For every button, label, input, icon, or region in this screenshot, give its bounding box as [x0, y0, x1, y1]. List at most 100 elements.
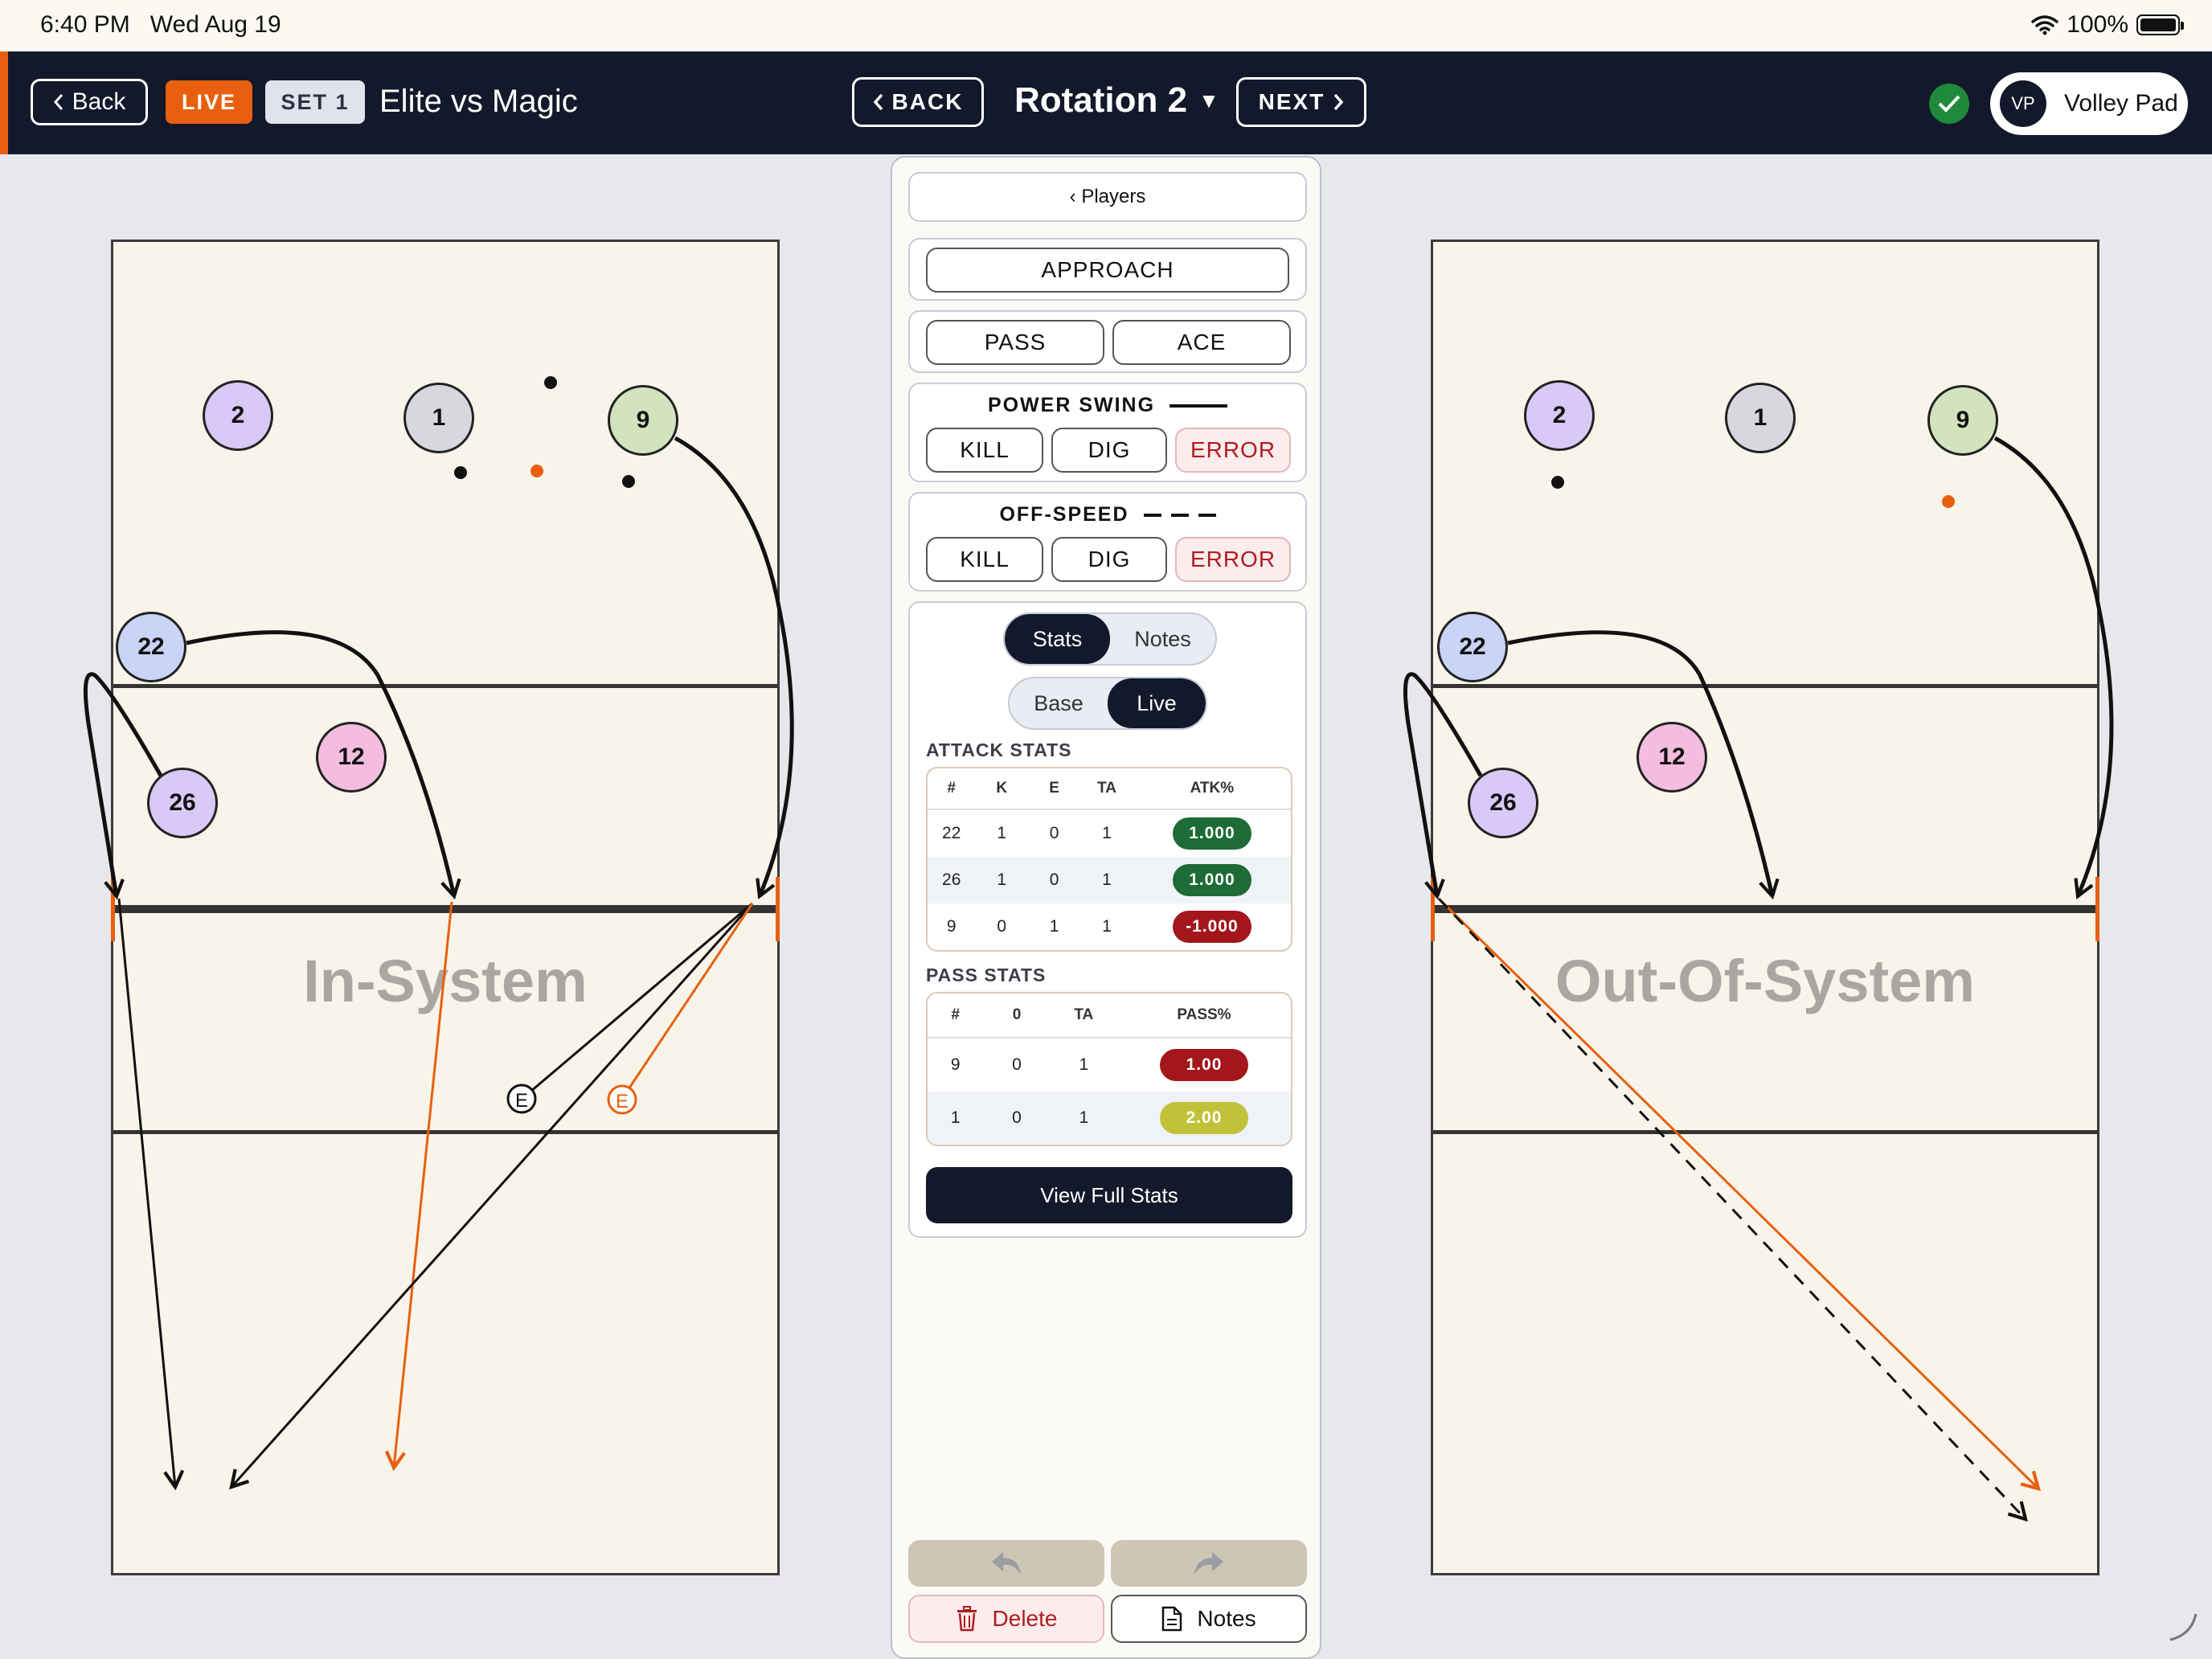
antenna-right — [776, 877, 780, 941]
player-token-26[interactable]: 26 — [147, 768, 218, 838]
net-line — [1433, 905, 2097, 913]
player-token-22[interactable]: 22 — [1437, 612, 1508, 682]
mode-live[interactable]: Live — [1108, 678, 1206, 728]
notes-button[interactable]: Notes — [1111, 1595, 1307, 1643]
pass-button[interactable]: PASS — [926, 320, 1104, 365]
table-row[interactable]: 22 1 0 1 1.000 — [928, 810, 1291, 857]
set-badge[interactable]: SET 1 — [265, 80, 365, 124]
power-swing-header: POWER SWING — [910, 394, 1305, 417]
redo-icon — [1194, 1552, 1223, 1575]
player-token-12[interactable]: 12 — [1636, 722, 1707, 793]
back-button[interactable]: Back — [31, 79, 148, 125]
base-live-toggle: Base Live — [1008, 677, 1207, 730]
profile-name: Volley Pad — [2064, 90, 2178, 117]
stats-notes-toggle: Stats Notes — [1003, 612, 1217, 666]
next-rotation-label: NEXT — [1258, 89, 1325, 114]
player-token-2[interactable]: 2 — [1524, 380, 1595, 451]
avatar: VP — [2000, 80, 2046, 127]
pass-pct-badge: 2.00 — [1159, 1102, 1248, 1134]
player-token-9[interactable]: 9 — [1927, 385, 1998, 456]
app-header: Back LIVE SET 1 Elite vs Magic BACK Rota… — [0, 51, 2212, 154]
profile-button[interactable]: VP Volley Pad — [1990, 72, 2188, 135]
court-label-out-of-system: Out-Of-System — [1555, 948, 1976, 1014]
caret-down-icon: ▼ — [1198, 88, 1219, 113]
attack-pct-badge: -1.000 — [1172, 911, 1251, 943]
tab-stats[interactable]: Stats — [1005, 614, 1110, 664]
mode-base[interactable]: Base — [1034, 690, 1083, 715]
delete-label: Delete — [992, 1606, 1058, 1631]
power-kill-button[interactable]: KILL — [926, 428, 1043, 473]
pass-stats-title: PASS STATS — [926, 965, 1047, 985]
attack-stats-title: ATTACK STATS — [926, 739, 1072, 760]
player-token-9[interactable]: 9 — [608, 385, 678, 456]
attack-line-bottom — [1433, 1130, 2097, 1134]
live-badge: LIVE — [166, 80, 252, 124]
back-button-label: Back — [72, 88, 126, 115]
approach-card: APPROACH — [908, 238, 1307, 301]
scroll-indicator-icon — [2169, 1613, 2198, 1641]
battery-icon — [2136, 14, 2184, 35]
status-bar: 6:40 PM Wed Aug 19 100% — [0, 0, 2212, 51]
table-row[interactable]: 1 0 1 2.00 — [928, 1092, 1291, 1145]
ace-button[interactable]: ACE — [1112, 320, 1291, 365]
off-speed-header: OFF-SPEED — [910, 503, 1305, 526]
tab-notes[interactable]: Notes — [1134, 626, 1191, 651]
players-back-label: ‹ Players — [1069, 186, 1146, 207]
document-icon — [1162, 1606, 1182, 1632]
wifi-icon — [2031, 15, 2059, 35]
player-token-12[interactable]: 12 — [316, 722, 387, 793]
pass-header-row: # 0 TA PASS% — [928, 993, 1291, 1038]
battery-percent: 100% — [2067, 11, 2128, 38]
offspeed-dig-button[interactable]: DIG — [1051, 537, 1167, 582]
pass-pct-badge: 1.00 — [1159, 1049, 1248, 1081]
undo-button[interactable] — [908, 1540, 1104, 1587]
player-token-2[interactable]: 2 — [203, 380, 273, 451]
notes-label: Notes — [1197, 1606, 1256, 1631]
player-token-1[interactable]: 1 — [403, 383, 474, 453]
redo-button[interactable] — [1111, 1540, 1307, 1587]
dashed-line-legend — [1143, 513, 1216, 517]
stats-card: Stats Notes Base Live ATTACK STATS # K E… — [908, 601, 1307, 1238]
net-line — [113, 905, 777, 913]
pass-card: PASS ACE — [908, 310, 1307, 373]
view-full-stats-button[interactable]: View Full Stats — [926, 1167, 1292, 1223]
undo-icon — [992, 1552, 1021, 1575]
off-speed-card: OFF-SPEED KILL DIG ERROR — [908, 492, 1307, 592]
next-rotation-button[interactable]: NEXT — [1236, 77, 1366, 127]
chevron-right-icon — [1334, 93, 1344, 111]
antenna-right — [2095, 877, 2099, 941]
players-back-button[interactable]: ‹ Players — [908, 172, 1307, 222]
player-token-26[interactable]: 26 — [1468, 768, 1538, 838]
previous-rotation-button[interactable]: BACK — [852, 77, 984, 127]
table-row[interactable]: 9 0 1 1.00 — [928, 1038, 1291, 1092]
antenna-left — [111, 877, 115, 941]
delete-button[interactable]: Delete — [908, 1595, 1104, 1643]
action-panel: ‹ Players APPROACH PASS ACE POWER SWING … — [891, 156, 1321, 1659]
sync-check-icon — [1929, 84, 1969, 124]
match-title: Elite vs Magic — [379, 84, 578, 119]
antenna-left — [1431, 877, 1435, 941]
attack-stats-table: # K E TA ATK% 22 1 0 1 1.000 26 1 0 1 1.… — [926, 767, 1292, 952]
status-time: 6:40 PM Wed Aug 19 — [40, 11, 281, 38]
player-token-22[interactable]: 22 — [116, 612, 186, 682]
power-dig-button[interactable]: DIG — [1051, 428, 1167, 473]
power-swing-label: POWER SWING — [987, 394, 1156, 416]
attack-pct-badge: 1.000 — [1172, 864, 1251, 896]
attack-pct-badge: 1.000 — [1172, 817, 1251, 850]
table-row[interactable]: 9 0 1 1 -1.000 — [928, 903, 1291, 950]
chevron-left-icon — [53, 94, 63, 110]
approach-button[interactable]: APPROACH — [926, 248, 1289, 293]
attack-line-bottom — [113, 1130, 777, 1134]
table-row[interactable]: 26 1 0 1 1.000 — [928, 857, 1291, 903]
trash-icon — [956, 1606, 977, 1632]
power-swing-card: POWER SWING KILL DIG ERROR — [908, 383, 1307, 482]
chevron-left-icon — [873, 93, 883, 111]
attack-line-top — [1433, 684, 2097, 688]
rotation-selector[interactable]: Rotation 2 ▼ — [1014, 80, 1219, 121]
player-token-1[interactable]: 1 — [1725, 383, 1796, 453]
solid-line-legend — [1169, 403, 1228, 408]
power-error-button[interactable]: ERROR — [1175, 428, 1291, 473]
attack-line-top — [113, 684, 777, 688]
offspeed-error-button[interactable]: ERROR — [1175, 537, 1291, 582]
offspeed-kill-button[interactable]: KILL — [926, 537, 1043, 582]
